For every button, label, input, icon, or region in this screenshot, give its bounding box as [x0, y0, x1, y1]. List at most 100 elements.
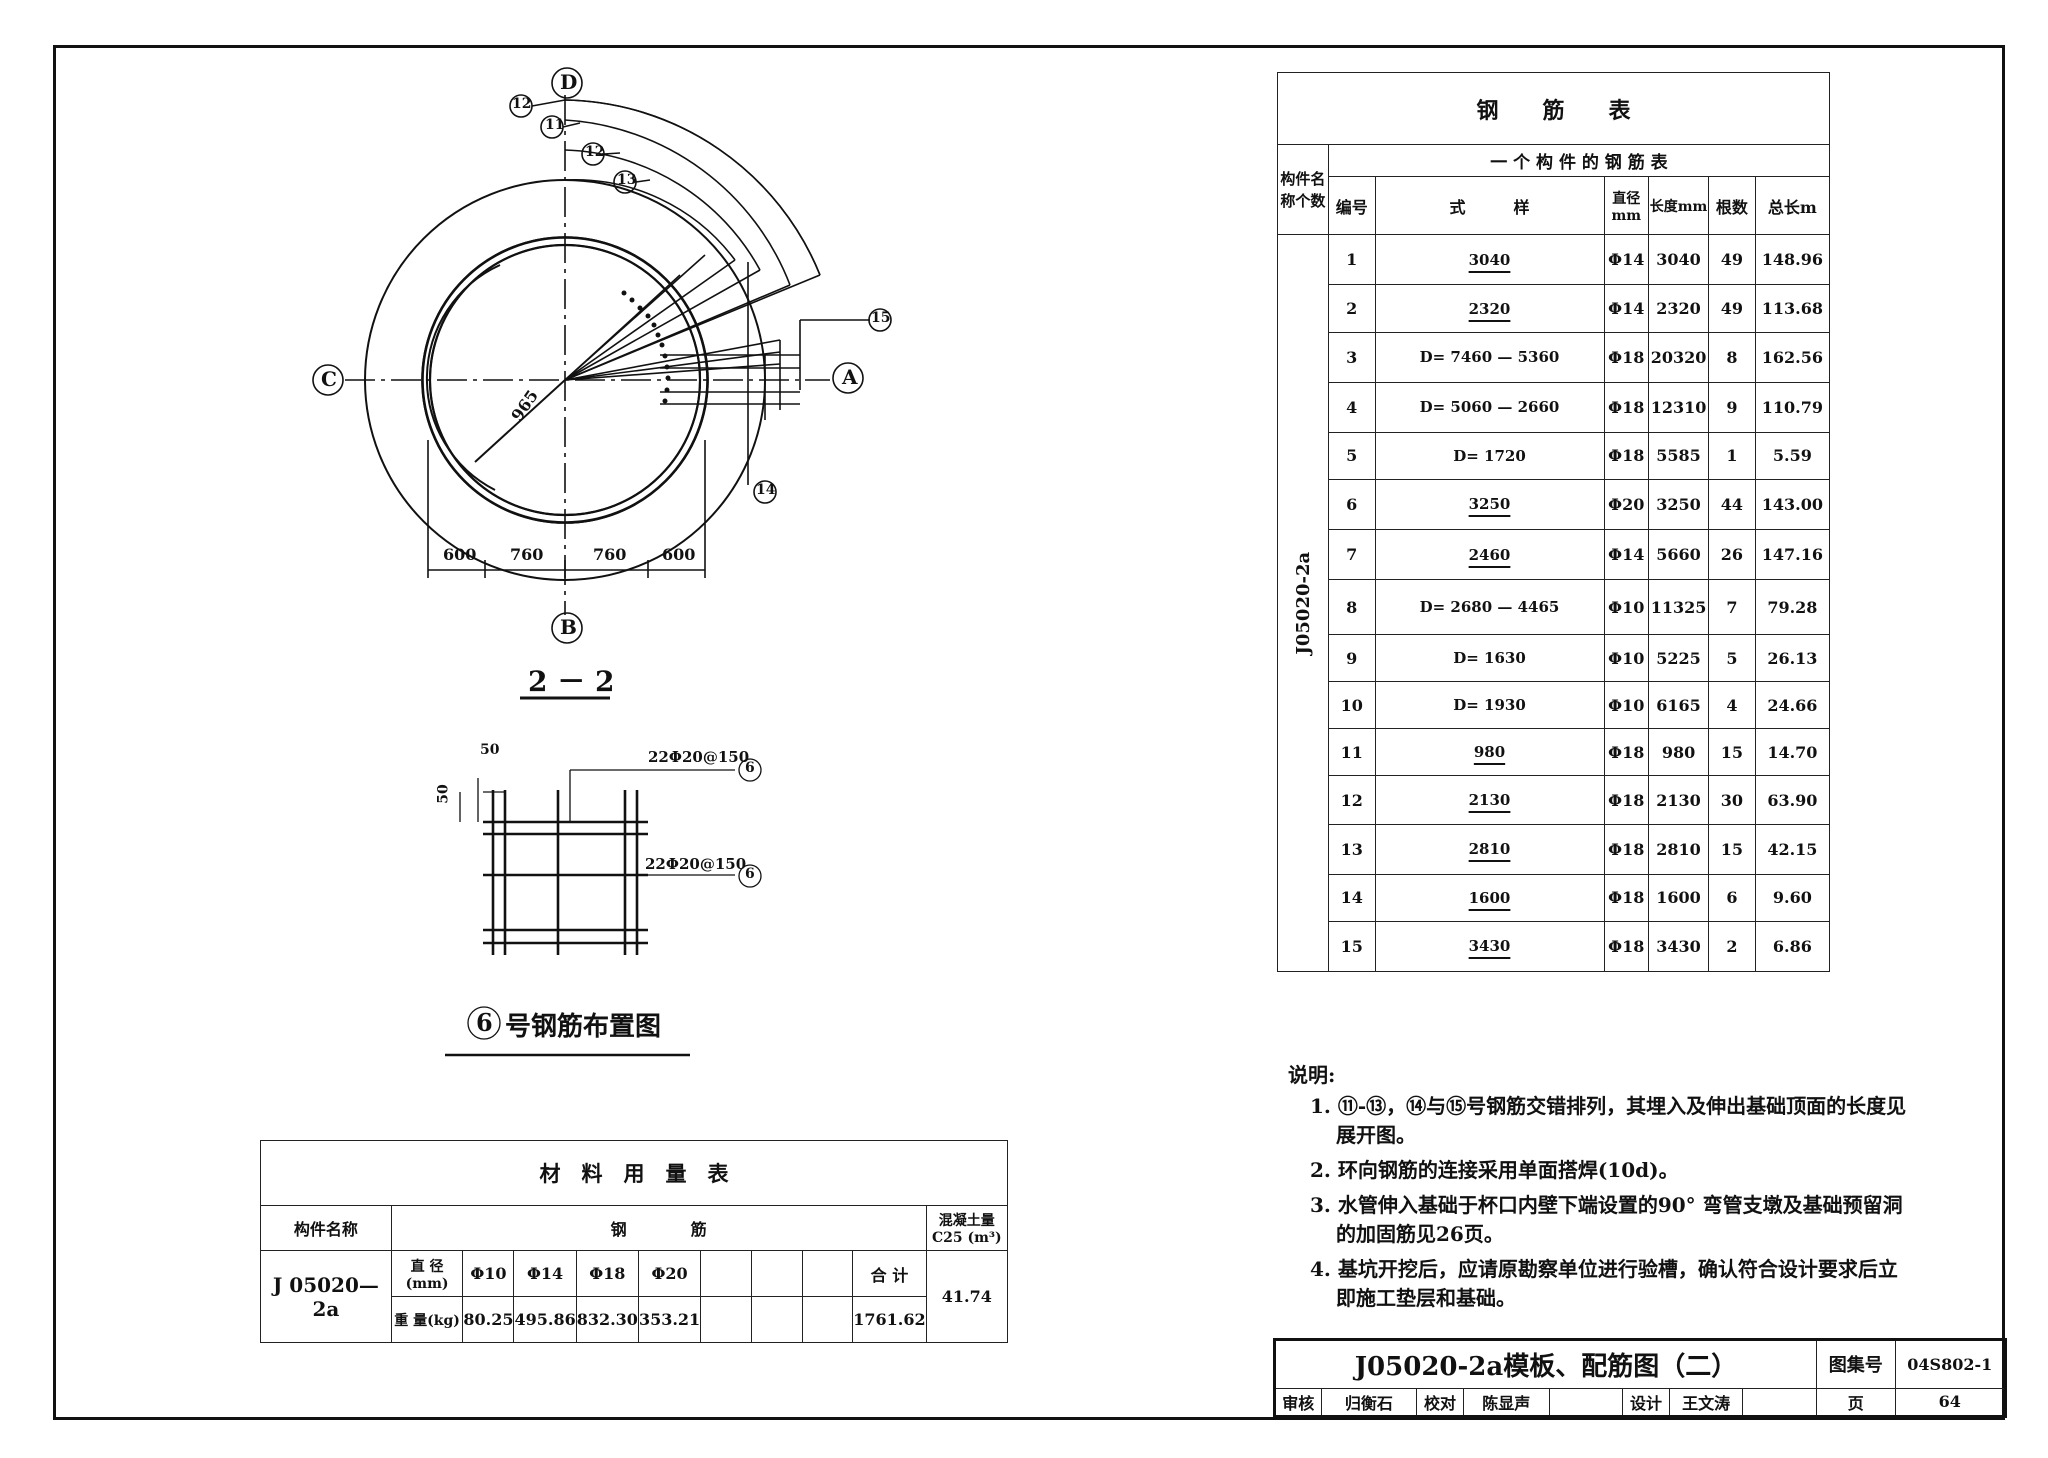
rebar-count: 44	[1708, 478, 1756, 530]
notes-heading: 说明:	[1288, 1063, 1336, 1087]
rebar-len: 5585	[1648, 431, 1710, 480]
rebar-len: 980	[1648, 728, 1710, 777]
mat-empty	[801, 1250, 854, 1297]
rebar-total: 147.16	[1754, 528, 1831, 581]
rebar-total: 113.68	[1754, 284, 1831, 333]
dim-760-left: 760	[510, 545, 544, 564]
rebar-dia: Φ18	[1603, 775, 1650, 825]
rebar-count: 26	[1708, 528, 1756, 581]
rebar-shape: 3040	[1374, 234, 1605, 286]
rebar-total: 148.96	[1754, 234, 1831, 286]
rebar-shape: D= 1930	[1374, 681, 1605, 730]
rebar-dia: Φ14	[1603, 284, 1650, 333]
axis-label-right: A	[842, 365, 858, 389]
section-title: 2 － 2	[528, 665, 615, 698]
layout6-spec-bottom: 22Φ20@150	[645, 855, 747, 873]
designer: 王文涛	[1668, 1387, 1744, 1418]
mat-dia-3: Φ18	[575, 1250, 639, 1297]
rebar-count: 6	[1708, 873, 1756, 922]
rebar-len: 6165	[1648, 681, 1710, 730]
rebar-no: 15	[1327, 920, 1376, 973]
axis-label-left: C	[321, 367, 337, 391]
rebar-shape: 2460	[1374, 528, 1605, 581]
rebar-count: 49	[1708, 284, 1756, 333]
rebar-no: 13	[1327, 823, 1376, 875]
rebar-no: 8	[1327, 579, 1376, 636]
note-item: 4. 基坑开挖后，应请原勘察单位进行验槽，确认符合设计要求后立即施工垫层和基础。	[1310, 1257, 1898, 1310]
rebar-shape: 3430	[1374, 920, 1605, 973]
rebar-len: 3430	[1648, 920, 1710, 973]
rebar-count: 4	[1708, 681, 1756, 730]
signature-area	[1742, 1387, 1818, 1418]
rebar-shape: 2320	[1374, 284, 1605, 333]
rebar-total: 143.00	[1754, 478, 1831, 530]
hdr-dia: 直径mm	[1603, 176, 1650, 236]
checker: 陈显声	[1462, 1387, 1550, 1418]
rebar-dia: Φ18	[1603, 823, 1650, 875]
rebar-total: 9.60	[1754, 873, 1831, 922]
rebar-shape: 980	[1374, 728, 1605, 777]
rebar-shape: 3250	[1374, 478, 1605, 530]
hdr-shape: 式 样	[1374, 176, 1605, 236]
mat-weight-1: 80.25	[462, 1296, 515, 1343]
rebar-count: 2	[1708, 920, 1756, 973]
rebar-total: 110.79	[1754, 381, 1831, 433]
mat-dia-4: Φ20	[637, 1250, 702, 1297]
callout-12b: 12	[585, 144, 605, 160]
mat-col-concrete: 混凝土量 C25 (m³)	[925, 1205, 1009, 1251]
mat-sum-value: 1761.62	[852, 1296, 927, 1343]
rebar-count: 15	[1708, 728, 1756, 777]
rebar-shape: D= 2680 — 4465	[1374, 579, 1605, 636]
rebar-total: 26.13	[1754, 634, 1831, 683]
rebar-total: 162.56	[1754, 331, 1831, 383]
rebar-shape: 2130	[1374, 775, 1605, 825]
rebar-dia: Φ18	[1603, 381, 1650, 433]
rebar-dia: Φ10	[1603, 634, 1650, 683]
mat-concrete-value: 41.74	[925, 1250, 1009, 1343]
mat-sum-label: 合 计	[852, 1250, 927, 1297]
signature-area	[1548, 1387, 1624, 1418]
note-item: 2. 环向钢筋的连接采用单面搭焊(10d)。	[1310, 1158, 1679, 1182]
mat-dia-2: Φ14	[513, 1250, 577, 1297]
rebar-total: 6.86	[1754, 920, 1831, 973]
rebar-no: 11	[1327, 728, 1376, 777]
layout6-callout-bottom: 6	[745, 866, 755, 882]
col-member: 构件名称个数	[1277, 144, 1329, 236]
rebar-dia: Φ10	[1603, 681, 1650, 730]
rebar-count: 5	[1708, 634, 1756, 683]
review-label: 审核	[1274, 1387, 1322, 1418]
mat-empty	[700, 1250, 752, 1297]
rebar-dia: Φ18	[1603, 873, 1650, 922]
rebar-len: 20320	[1648, 331, 1710, 383]
rebar-dia: Φ20	[1603, 478, 1650, 530]
rebar-no: 2	[1327, 284, 1376, 333]
member-name: J05020-2a	[1277, 234, 1329, 972]
rebar-count: 8	[1708, 331, 1756, 383]
rebar-len: 2130	[1648, 775, 1710, 825]
drawing-frame	[53, 45, 2005, 1420]
layout6-title-num: 6	[476, 1008, 493, 1037]
note-item: 1. ⑪-⑬，⑭与⑮号钢筋交错排列，其埋入及伸出基础顶面的长度见展开图。	[1310, 1094, 1907, 1147]
hdr-len: 长度mm	[1648, 176, 1710, 236]
rebar-dots	[621, 290, 671, 404]
rebar-dia: Φ10	[1603, 579, 1650, 636]
rebar-len: 2810	[1648, 823, 1710, 875]
mat-weight-3: 832.30	[575, 1296, 639, 1343]
atlas-no: 04S802-1	[1894, 1339, 2006, 1389]
mat-empty	[750, 1296, 803, 1343]
title-block: J05020-2a模板、配筋图（二） 图集号 04S802-1 审核 归衡石 校…	[1273, 1338, 2007, 1418]
rebar-no: 6	[1327, 478, 1376, 530]
rebar-dia: Φ18	[1603, 431, 1650, 480]
rebar-dia: Φ18	[1603, 331, 1650, 383]
rebar-total: 5.59	[1754, 431, 1831, 480]
note-item: 3. 水管伸入基础于杯口内壁下端设置的90° 弯管支墩及基础预留洞的加固筋见26…	[1310, 1193, 1903, 1246]
